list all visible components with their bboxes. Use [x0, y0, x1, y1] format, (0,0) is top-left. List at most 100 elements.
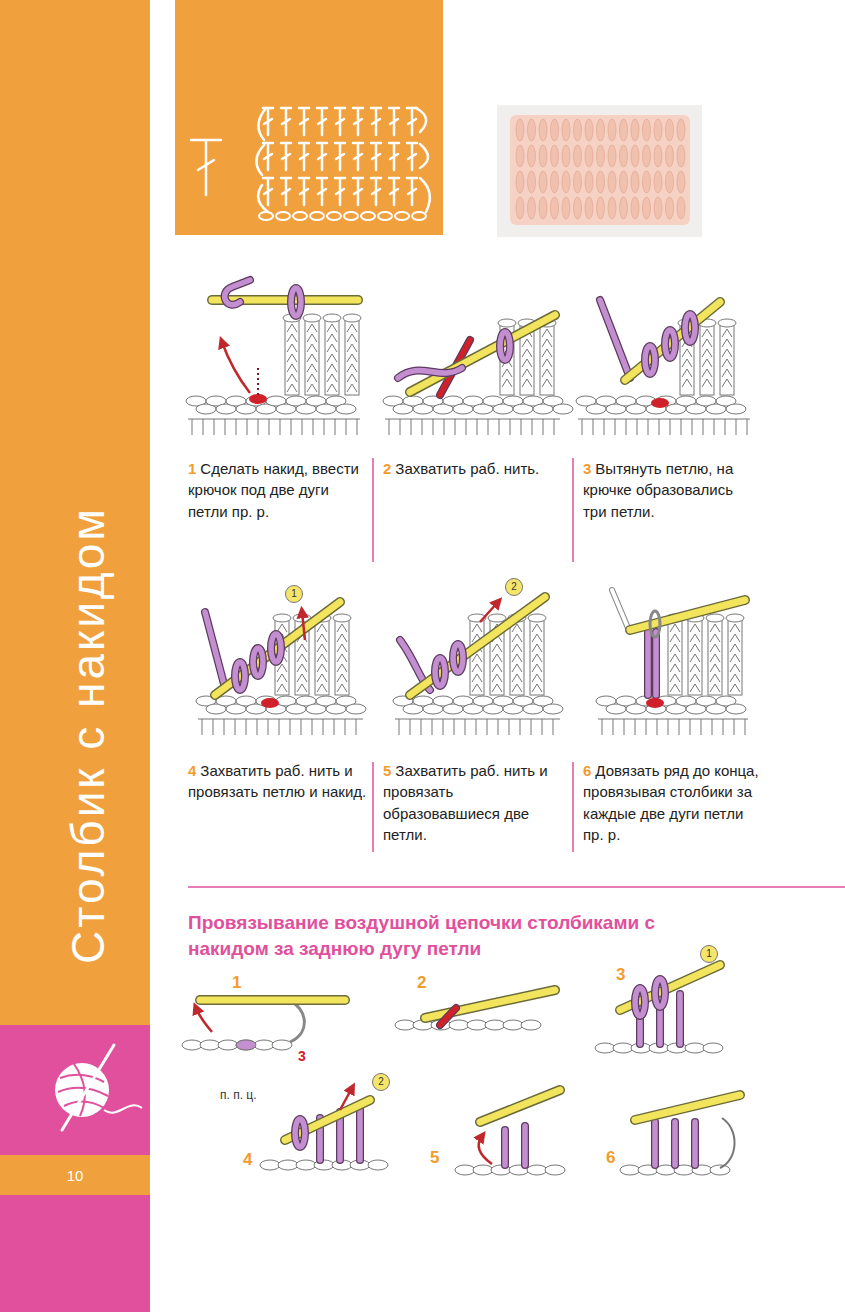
swatch-stitch — [608, 171, 616, 193]
swatch — [510, 115, 690, 225]
swatch-stitch — [551, 145, 559, 167]
chain-link — [182, 1040, 202, 1050]
chain-symbol — [293, 212, 307, 220]
working-yarn — [295, 1119, 305, 1147]
chain-symbol — [259, 212, 273, 220]
hook-outline — [635, 1095, 740, 1120]
dc-top — [303, 314, 321, 322]
dc-twist — [542, 379, 552, 387]
step-instruction: Захватить раб. нить. — [395, 460, 539, 477]
dc-symbol — [335, 178, 345, 205]
working-yarn — [692, 1122, 698, 1165]
swatch-stitch — [539, 119, 547, 141]
step-text: 4Захватить раб. нить и провязать петлю и… — [188, 760, 368, 803]
dc-twist — [730, 624, 740, 632]
dc-twist — [722, 379, 732, 387]
dc-symbol — [281, 178, 291, 205]
hook-outline — [425, 990, 555, 1018]
row-tick — [498, 719, 499, 735]
swatch-stitch — [574, 197, 582, 219]
swatch-stitch — [631, 197, 639, 219]
working-yarn — [435, 658, 445, 686]
swatch-stitch — [528, 197, 536, 219]
white-loop — [650, 611, 660, 637]
dc-twist — [670, 664, 680, 672]
row-tick — [335, 419, 336, 435]
dc-twist — [502, 369, 512, 377]
chain-link — [455, 1165, 475, 1175]
swatch-stitch — [631, 145, 639, 167]
dc-twist — [690, 674, 700, 682]
base-stitch — [336, 404, 356, 414]
page-number-band: 10 — [0, 1155, 150, 1195]
row-tick — [613, 719, 614, 735]
step-illustration — [186, 280, 361, 435]
dc-twist — [502, 379, 512, 387]
working-yarn — [440, 1008, 456, 1025]
yarn-outline — [600, 300, 630, 378]
dc-symbol — [335, 143, 345, 170]
base-stitch — [346, 704, 366, 714]
swatch-stitch — [597, 145, 605, 167]
chart-symbols — [191, 108, 430, 220]
row-tick — [553, 719, 554, 735]
chain-link — [613, 1043, 633, 1053]
dc-twist — [722, 369, 732, 377]
dc-twist — [307, 334, 317, 342]
crochet-hook — [480, 1090, 560, 1122]
dc-symbol — [335, 108, 345, 135]
dc-twist — [542, 329, 552, 337]
dc-twist — [347, 334, 357, 342]
row-tick — [400, 419, 401, 435]
dc-twist — [317, 624, 327, 632]
chain-link — [449, 1020, 469, 1030]
dc-twist — [512, 644, 522, 652]
dc-twist — [347, 354, 357, 362]
working-yarn — [253, 648, 263, 676]
abbreviation-label: п. п. ц. — [220, 1088, 257, 1102]
dc-symbol — [371, 143, 381, 170]
dc-twist — [472, 684, 482, 692]
yarn-outline — [644, 632, 652, 695]
chain-link — [296, 1160, 316, 1170]
row-tick — [235, 719, 236, 735]
step-instruction: Сделать накид, ввести крючок под две дуг… — [188, 460, 359, 520]
swatch-stitch — [551, 171, 559, 193]
swatch-stitch — [654, 145, 662, 167]
chain-link — [473, 1165, 493, 1175]
dc-twist — [532, 644, 542, 652]
dc-twist — [532, 654, 542, 662]
dc-twist — [287, 324, 297, 332]
crochet-hook — [635, 1095, 740, 1120]
row-tick — [410, 719, 411, 735]
dc-twist — [327, 344, 337, 352]
step-number: 2 — [383, 460, 391, 477]
row-tick — [604, 419, 605, 435]
dc-twist — [710, 674, 720, 682]
working-yarn — [665, 330, 675, 358]
row-tick — [510, 419, 511, 435]
swatch-stitch — [666, 119, 674, 141]
row-tick — [236, 419, 237, 435]
dc-twist — [287, 374, 297, 382]
working-yarn — [600, 300, 630, 378]
step-number: 5 — [430, 1148, 439, 1168]
column-divider — [572, 762, 574, 852]
crochet-hook — [630, 600, 745, 630]
dc-column — [345, 320, 359, 395]
dc-twist — [287, 384, 297, 392]
working-yarn — [645, 346, 655, 374]
row-tick — [346, 419, 347, 435]
row-tick — [268, 719, 269, 735]
dc-twist — [682, 369, 692, 377]
hook-outline — [410, 315, 555, 392]
dc-twist — [297, 654, 307, 662]
swatch-stitch — [585, 145, 593, 167]
swatch-stitch — [528, 171, 536, 193]
hook-outline — [410, 597, 545, 695]
dc-twist — [730, 684, 740, 692]
dc-twist — [670, 634, 680, 642]
dc-twist — [347, 364, 357, 372]
chain-link — [200, 1040, 220, 1050]
dc-twist — [277, 674, 287, 682]
